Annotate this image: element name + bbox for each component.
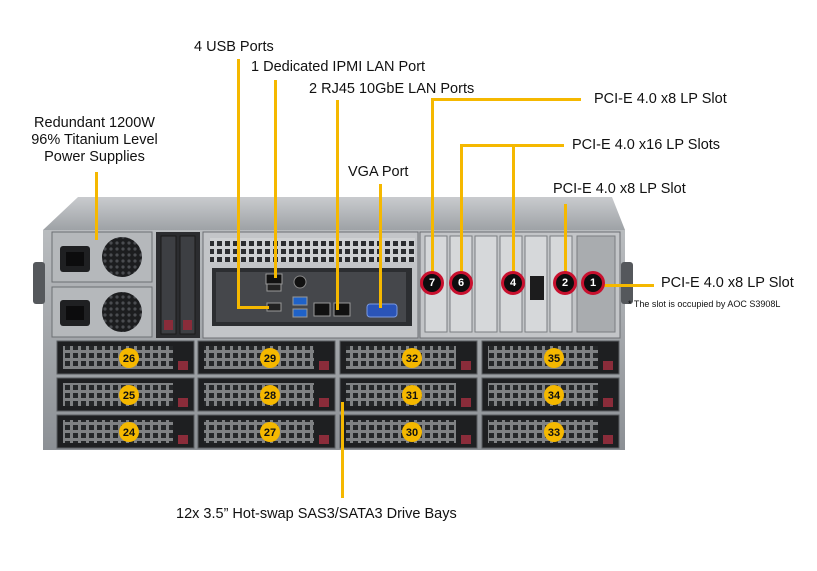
rj45-port — [313, 302, 331, 317]
label-pcie-note: * The slot is occupied by AOC S3908L — [628, 299, 781, 309]
drive-bay-31: 31 — [339, 377, 478, 412]
drive-bay-badge — [402, 385, 422, 405]
drive-bay-32: 32 — [339, 340, 478, 375]
drive-bay-29: 29 — [197, 340, 336, 375]
drive-bay-26: 26 — [56, 340, 195, 375]
label-pcie-x8-right: PCI-E 4.0 x8 LP Slot — [661, 275, 794, 291]
right-rack-ear — [621, 262, 633, 304]
drive-bay-27: 27 — [197, 414, 336, 449]
label-psu: Redundant 1200W 96% Titanium Level Power… — [12, 115, 177, 166]
usb-port — [292, 296, 308, 306]
drive-bay-34: 34 — [481, 377, 620, 412]
pcie-slot-marker-1: 1 — [581, 271, 605, 295]
label-ipmi-port: 1 Dedicated IPMI LAN Port — [251, 59, 426, 75]
power-supply-1 — [51, 231, 153, 283]
label-psu-line3: Power Supplies — [44, 149, 145, 165]
drive-bay-number: 30 — [406, 427, 418, 439]
callout-line-rj45 — [336, 100, 339, 310]
drive-bay-number: 25 — [123, 390, 135, 402]
usb-port — [266, 302, 282, 312]
label-usb-ports: 4 USB Ports — [194, 39, 274, 55]
callout-line-slot7 — [431, 98, 434, 274]
pcie-slot-marker-4: 4 — [501, 271, 525, 295]
drive-bay-grid: 26 29 32 35 25 28 31 34 24 27 30 33 — [56, 340, 620, 449]
drive-bay-badge — [544, 385, 564, 405]
uid-button — [293, 275, 307, 289]
label-psu-line1: Redundant 1200W — [34, 115, 155, 131]
label-drive-bays: 12x 3.5” Hot-swap SAS3/SATA3 Drive Bays — [176, 506, 457, 522]
left-rack-ear — [33, 262, 45, 304]
drive-bay-badge — [260, 422, 280, 442]
drive-bay-badge — [119, 385, 139, 405]
drive-bay-24: 24 — [56, 414, 195, 449]
callout-line-vga — [379, 184, 382, 308]
drive-bay-badge — [544, 422, 564, 442]
callout-line-bays — [341, 402, 344, 498]
drive-bay-number: 24 — [123, 427, 136, 439]
pcie-slot-marker-2: 2 — [553, 271, 577, 295]
pcie-slot-marker-6: 6 — [449, 271, 473, 295]
drive-bay-badge — [119, 422, 139, 442]
label-vga-port: VGA Port — [348, 164, 409, 180]
label-rj45-ports: 2 RJ45 10GbE LAN Ports — [309, 81, 475, 97]
callout-line-slot1 — [600, 284, 654, 287]
drive-bay-33: 33 — [481, 414, 620, 449]
drive-bay-badge — [544, 348, 564, 368]
callout-line-slot7-h — [431, 98, 581, 101]
callout-line-slot6 — [460, 144, 463, 274]
label-pcie-x8-top: PCI-E 4.0 x8 LP Slot — [594, 91, 727, 107]
callout-line-slot2 — [564, 204, 567, 274]
drive-bay-35: 35 — [481, 340, 620, 375]
label-pcie-x16: PCI-E 4.0 x16 LP Slots — [572, 137, 721, 153]
callout-line-psu — [95, 172, 98, 240]
drive-bay-30: 30 — [339, 414, 478, 449]
label-pcie-x8-mid: PCI-E 4.0 x8 LP Slot — [553, 181, 686, 197]
drive-bay-badge — [119, 348, 139, 368]
callout-line-ipmi — [274, 80, 277, 278]
drive-bay-number: 32 — [406, 353, 418, 365]
callout-line-usb — [237, 59, 240, 308]
drive-bay-number: 26 — [123, 353, 135, 365]
drive-bay-number: 31 — [406, 390, 418, 402]
drive-bay-number: 35 — [548, 353, 560, 365]
label-psu-line2: 96% Titanium Level — [31, 132, 158, 148]
pcie-slot-marker-7: 7 — [420, 271, 444, 295]
callout-line-usb-h — [237, 306, 269, 309]
drive-bay-badge — [402, 348, 422, 368]
drive-bay-number: 28 — [264, 390, 276, 402]
chassis-top — [43, 197, 625, 230]
power-supply-2 — [51, 286, 153, 338]
usb-port — [292, 308, 308, 318]
callout-line-slot4 — [512, 144, 515, 274]
drive-bay-badge — [402, 422, 422, 442]
io-vent — [210, 238, 415, 262]
rear-drive-bays — [156, 232, 200, 338]
drive-bay-number: 29 — [264, 353, 276, 365]
drive-bay-28: 28 — [197, 377, 336, 412]
vga-port — [366, 303, 398, 318]
drive-bay-badge — [260, 385, 280, 405]
drive-bay-number: 34 — [548, 390, 561, 402]
drive-bay-number: 33 — [548, 427, 560, 439]
drive-bay-badge — [260, 348, 280, 368]
drive-bay-25: 25 — [56, 377, 195, 412]
drive-bay-number: 27 — [264, 427, 276, 439]
